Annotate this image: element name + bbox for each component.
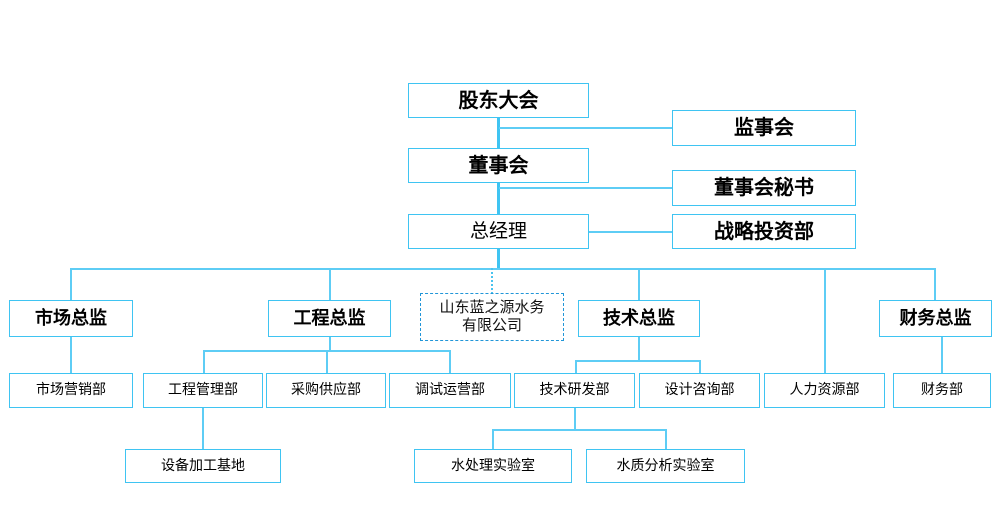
node-label: 财务部 bbox=[921, 382, 963, 399]
line-board-to-gm bbox=[497, 182, 500, 214]
line-market-director-to-marketing bbox=[70, 337, 72, 374]
node-label: 水处理实验室 bbox=[451, 457, 535, 474]
line-lab-bus-drop-water-quality bbox=[665, 429, 667, 450]
node-label: 采购供应部 bbox=[291, 382, 361, 399]
line-gm-to-strategic-investment bbox=[589, 231, 674, 233]
line-lab-bus bbox=[492, 429, 667, 431]
node-label: 董事会秘书 bbox=[714, 175, 814, 200]
line-bus-drop-finance-director bbox=[934, 268, 936, 301]
node-board-of-directors[interactable]: 董事会 bbox=[408, 148, 589, 183]
line-subbus-drop-commissioning bbox=[449, 350, 451, 374]
node-general-manager[interactable]: 总经理 bbox=[408, 214, 589, 249]
node-water-quality-analysis-lab[interactable]: 水质分析实验室 bbox=[586, 449, 745, 483]
node-equipment-processing-base[interactable]: 设备加工基地 bbox=[125, 449, 281, 483]
node-label: 技术总监 bbox=[603, 307, 675, 329]
node-label: 设备加工基地 bbox=[161, 457, 245, 474]
node-marketing-dept[interactable]: 市场营销部 bbox=[9, 373, 133, 408]
line-engineering-director-to-subbus bbox=[329, 337, 331, 351]
node-label: 股东大会 bbox=[458, 87, 539, 112]
node-label: 工程管理部 bbox=[168, 382, 238, 399]
node-engineering-director[interactable]: 工程总监 bbox=[268, 300, 391, 337]
node-procurement-supply-dept[interactable]: 采购供应部 bbox=[266, 373, 386, 408]
node-finance-director[interactable]: 财务总监 bbox=[879, 300, 992, 337]
node-company[interactable]: 山东蓝之源水务 有限公司 bbox=[420, 293, 564, 341]
node-strategic-investment-dept[interactable]: 战略投资部 bbox=[672, 214, 856, 249]
node-technical-director[interactable]: 技术总监 bbox=[578, 300, 700, 337]
node-human-resources-dept[interactable]: 人力资源部 bbox=[764, 373, 885, 408]
node-board-secretary[interactable]: 董事会秘书 bbox=[672, 170, 856, 206]
line-bus-dotted-to-company bbox=[491, 268, 493, 294]
line-engineering-mgmt-to-equipment-base bbox=[202, 408, 204, 450]
line-subbus-drop-procurement bbox=[326, 350, 328, 374]
line-board-to-secretary bbox=[499, 187, 674, 189]
node-finance-dept[interactable]: 财务部 bbox=[893, 373, 991, 408]
line-gm-to-bus bbox=[497, 248, 500, 270]
line-bus-drop-technical-director bbox=[638, 268, 640, 301]
line-technical-subbus bbox=[575, 360, 701, 362]
line-subbus-drop-engineering-mgmt bbox=[203, 350, 205, 374]
line-finance-director-to-finance-dept bbox=[941, 337, 943, 374]
node-commissioning-operation-dept[interactable]: 调试运营部 bbox=[389, 373, 511, 408]
node-market-director[interactable]: 市场总监 bbox=[9, 300, 133, 337]
node-tech-rd-dept[interactable]: 技术研发部 bbox=[514, 373, 635, 408]
node-label: 设计咨询部 bbox=[664, 382, 735, 399]
node-label: 市场营销部 bbox=[36, 382, 106, 399]
line-tech-rd-to-lab-bus bbox=[574, 408, 576, 430]
line-bus-drop-market-director bbox=[70, 268, 72, 301]
node-design-consulting-dept[interactable]: 设计咨询部 bbox=[639, 373, 760, 408]
node-label: 总经理 bbox=[469, 220, 527, 243]
node-label: 水质分析实验室 bbox=[616, 457, 715, 474]
line-shareholders-to-board bbox=[497, 117, 500, 151]
line-lab-bus-drop-water-treatment bbox=[492, 429, 494, 450]
node-label: 人力资源部 bbox=[789, 382, 860, 399]
node-label: 技术研发部 bbox=[539, 382, 610, 399]
line-bus-drop-human-resources bbox=[824, 268, 826, 373]
node-label: 董事会 bbox=[468, 152, 529, 177]
node-board-of-supervisors[interactable]: 监事会 bbox=[672, 110, 856, 146]
node-label: 战略投资部 bbox=[714, 218, 814, 243]
line-shareholders-to-supervisors bbox=[499, 127, 674, 129]
node-water-treatment-lab[interactable]: 水处理实验室 bbox=[414, 449, 572, 483]
node-label: 财务总监 bbox=[899, 307, 972, 329]
node-label: 调试运营部 bbox=[415, 382, 485, 399]
node-label: 山东蓝之源水务 有限公司 bbox=[439, 298, 545, 334]
line-bus-drop-engineering-director bbox=[329, 268, 331, 301]
line-technical-director-to-subbus bbox=[638, 337, 640, 361]
line-subbus-drop-tech-rd bbox=[575, 360, 577, 374]
node-label: 监事会 bbox=[734, 115, 794, 140]
line-main-horizontal-bus bbox=[70, 268, 936, 270]
node-label: 工程总监 bbox=[293, 307, 366, 329]
node-engineering-mgmt-dept[interactable]: 工程管理部 bbox=[143, 373, 263, 408]
node-shareholders-meeting[interactable]: 股东大会 bbox=[408, 83, 589, 118]
node-label: 市场总监 bbox=[35, 307, 107, 329]
line-subbus-drop-design-consulting bbox=[699, 360, 701, 374]
